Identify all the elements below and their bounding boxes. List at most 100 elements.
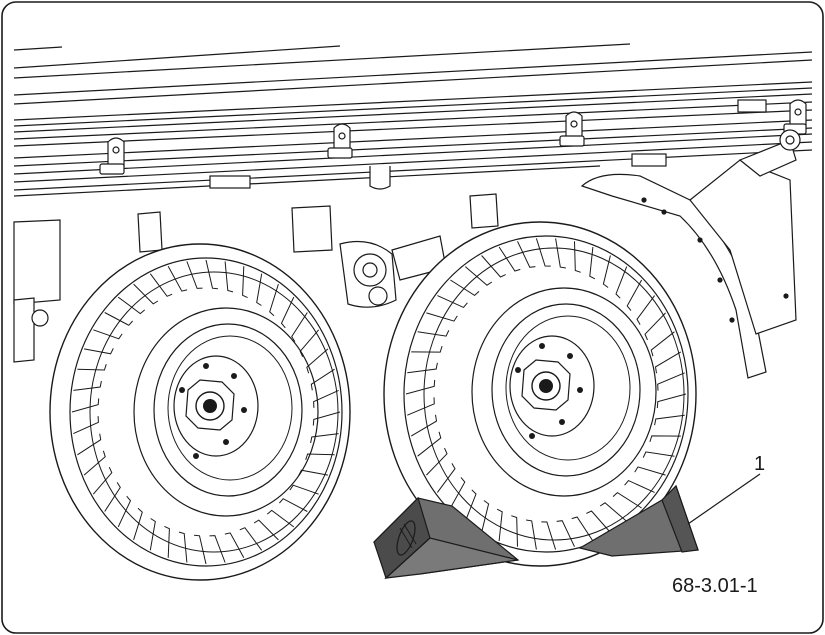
- tire-left: [49, 243, 351, 581]
- tread-lug: [289, 484, 319, 495]
- tire-left-tread: [71, 259, 341, 565]
- tread-lug: [436, 463, 456, 493]
- tread-lug: [167, 265, 188, 292]
- tread-lug: [574, 241, 581, 273]
- tread-lug: [117, 495, 132, 528]
- tread-lug: [224, 261, 234, 293]
- tread-lug: [449, 477, 466, 509]
- tread-lug: [410, 414, 438, 437]
- tread-lug: [517, 241, 536, 268]
- tread-lug: [656, 393, 687, 409]
- tread-lug: [71, 398, 100, 413]
- tread-lug: [589, 246, 596, 280]
- tread-lug: [407, 362, 438, 374]
- figure-code: 68-3.01-1: [672, 575, 758, 597]
- tread-lug: [426, 447, 448, 476]
- tread-lug: [498, 246, 521, 272]
- hinge-1: [99, 137, 125, 175]
- tread-lug: [642, 451, 675, 458]
- tread-lug: [280, 296, 295, 329]
- tread-lug: [298, 469, 328, 476]
- chassis-frame: [13, 193, 499, 363]
- tread-lug: [450, 279, 480, 297]
- tread-lug: [612, 491, 642, 509]
- tread-lug: [636, 295, 656, 325]
- tread-lug: [164, 525, 170, 558]
- tread-lug: [602, 255, 611, 288]
- tread-lug: [93, 329, 123, 340]
- tread-lug: [599, 502, 628, 522]
- tread-lug: [92, 466, 113, 495]
- tread-lug: [224, 532, 245, 559]
- tread-lug: [649, 435, 681, 443]
- tread-lug: [299, 329, 320, 358]
- tread-lug: [104, 482, 121, 512]
- tread-lug: [310, 368, 335, 391]
- tread-lug: [654, 414, 685, 426]
- tread-lug: [242, 266, 248, 299]
- tread-lug: [279, 498, 308, 512]
- tread-lug: [407, 397, 435, 416]
- tread-lug: [464, 266, 493, 286]
- tread-lug: [586, 510, 611, 533]
- tread-lug: [555, 238, 566, 269]
- tread-lug: [266, 509, 295, 528]
- tread-lug: [411, 345, 443, 353]
- tread-lug: [634, 466, 666, 476]
- tread-lug: [556, 520, 575, 547]
- tread-lug: [306, 348, 329, 374]
- tread-lug: [149, 518, 156, 551]
- tread-lug: [117, 296, 146, 315]
- tread-lug: [209, 535, 226, 563]
- tread-lug: [133, 507, 143, 541]
- hinge-2: [327, 123, 353, 159]
- tread-lug: [312, 411, 341, 426]
- trailer-side-board: [13, 43, 813, 197]
- tread-lug: [650, 331, 675, 357]
- tread-lug: [437, 295, 468, 309]
- callout-leader-line: [687, 473, 761, 525]
- tread-lug: [310, 433, 339, 444]
- tread-lug: [464, 489, 477, 522]
- wheel-chock-icon: [373, 484, 699, 580]
- tread-lug: [84, 348, 114, 355]
- tread-lug: [83, 450, 106, 476]
- tread-lug: [186, 261, 203, 289]
- tread-lug: [426, 312, 458, 322]
- tread-lug: [133, 283, 159, 305]
- tread-lug: [511, 515, 518, 547]
- rear-fender: [580, 129, 801, 379]
- tread-lug: [654, 351, 682, 374]
- tread-lug: [194, 534, 207, 565]
- tread-lug: [253, 519, 279, 541]
- tread-lug: [104, 312, 133, 326]
- tread-lug: [624, 479, 655, 493]
- callout-number: 1: [754, 453, 765, 475]
- tread-lug: [205, 259, 218, 290]
- tread-lug: [496, 508, 503, 542]
- tread-lug: [526, 519, 537, 550]
- tread-lug: [269, 283, 279, 317]
- board-hinges: [99, 99, 807, 190]
- hinge-4: [783, 99, 807, 135]
- tread-lug: [657, 372, 685, 391]
- tread-lug: [626, 279, 643, 311]
- tire-right: [383, 221, 697, 567]
- tread-lug: [541, 521, 557, 550]
- tread-lug: [77, 364, 107, 371]
- tread-lug: [644, 312, 666, 341]
- tread-lug: [405, 379, 436, 395]
- tread-lug: [571, 516, 594, 542]
- tread-lug: [417, 330, 450, 337]
- tread-lug: [535, 238, 551, 267]
- tire-right-tread: [405, 238, 687, 550]
- tread-lug: [73, 380, 102, 391]
- tread-lug: [313, 389, 339, 408]
- tread-lug: [239, 527, 263, 551]
- tread-lug: [77, 433, 102, 456]
- tread-lug: [73, 416, 99, 435]
- tread-lug: [481, 500, 490, 533]
- tread-lug: [178, 531, 188, 563]
